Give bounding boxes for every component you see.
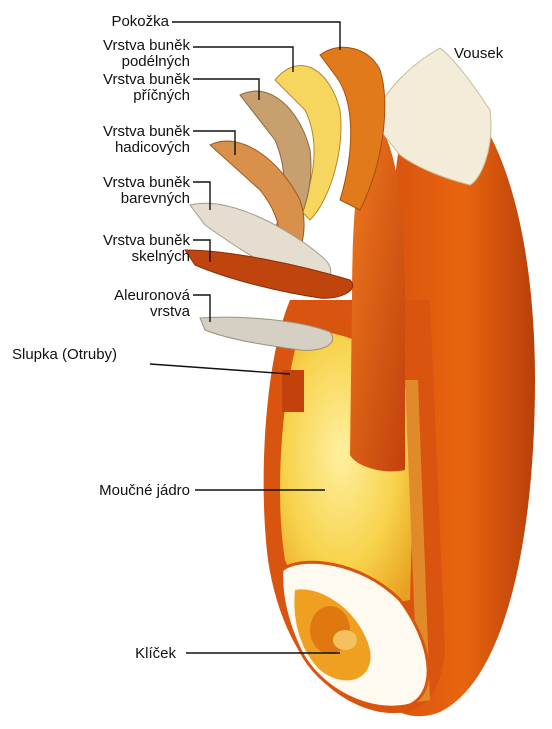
label-podelnych-line2: podélných	[122, 52, 190, 71]
germ-scutellum	[333, 630, 357, 650]
label-sklenych-line2: skelných	[132, 247, 190, 266]
label-slupka: Slupka (Otruby)	[12, 345, 117, 364]
bran-block	[282, 370, 304, 412]
label-hadicovych-line2: hadicových	[115, 138, 190, 157]
label-vousek: Vousek	[454, 44, 503, 63]
leader-pokozka	[172, 22, 340, 50]
label-moucne-jadro: Moučné jádro	[99, 481, 190, 500]
label-pokozka: Pokožka	[111, 12, 169, 31]
leader-podelnych	[193, 47, 293, 72]
label-pricnych-line2: příčných	[133, 86, 190, 105]
label-klicek: Klíček	[135, 644, 176, 663]
leader-slupka	[150, 364, 290, 374]
label-aleuron-line2: vrstva	[150, 302, 190, 321]
label-barevnych-line2: barevných	[121, 189, 190, 208]
